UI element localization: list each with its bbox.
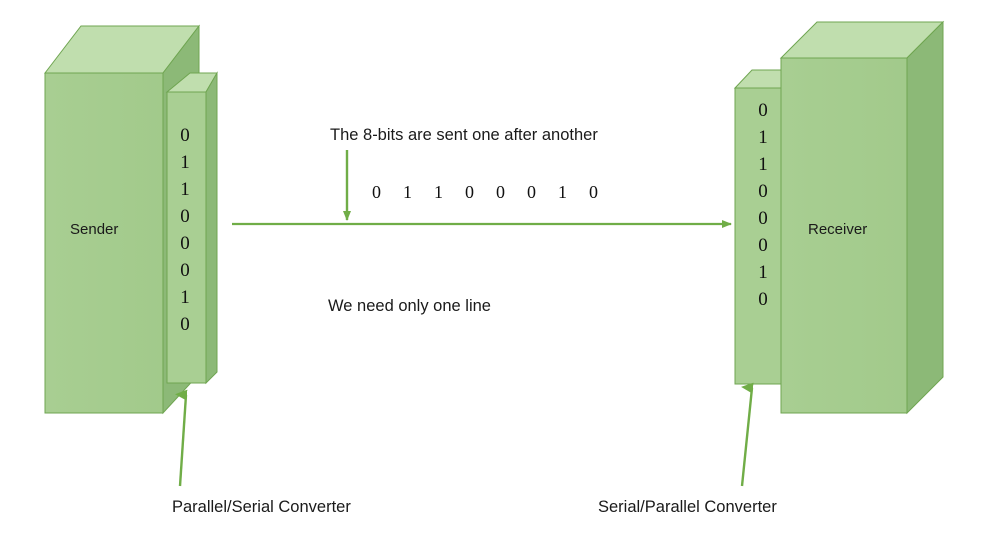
serial-parallel-converter-label: Serial/Parallel Converter — [598, 498, 777, 516]
receiver-converter-front-face — [734, 87, 790, 385]
receiver-box — [779, 20, 945, 415]
bitstream-on-wire: 0 1 1 0 0 0 1 0 — [372, 182, 620, 203]
sender-converter-front-face — [166, 91, 207, 384]
sender-bit: 1 — [180, 287, 190, 308]
sender-bit: 0 — [180, 125, 190, 146]
bitstream-bit: 0 — [465, 182, 474, 202]
sender-converter-box — [165, 71, 218, 385]
receiver-bit: 0 — [758, 289, 768, 310]
serial-parallel-pointer-arrow — [740, 382, 754, 487]
bitstream-bit: 0 — [589, 182, 598, 202]
bitstream-bit: 1 — [434, 182, 443, 202]
receiver-bit-column: 0 1 1 0 0 0 1 0 — [750, 97, 776, 313]
receiver-converter-box — [733, 69, 790, 385]
sender-box-front-face — [44, 72, 164, 414]
receiver-label: Receiver — [808, 221, 868, 238]
bitstream-bit: 0 — [372, 182, 381, 202]
receiver-bit: 1 — [758, 127, 768, 148]
receiver-bit: 0 — [758, 208, 768, 229]
receiver-bit: 0 — [758, 100, 768, 121]
parallel-serial-converter-label: Parallel/Serial Converter — [172, 498, 351, 516]
sender-converter-side-face — [205, 71, 218, 385]
receiver-bit: 0 — [758, 235, 768, 256]
sender-bit: 1 — [180, 152, 190, 173]
bitstream-bit: 1 — [403, 182, 412, 202]
sender-bit: 0 — [180, 206, 190, 227]
sender-bit: 0 — [180, 233, 190, 254]
sender-bit-column: 0 1 1 0 0 0 1 0 — [172, 122, 198, 338]
caption-we-need-only-one-line: We need only one line — [328, 297, 491, 315]
receiver-bit: 0 — [758, 181, 768, 202]
receiver-bit: 1 — [758, 262, 768, 283]
parallel-serial-pointer-arrow — [175, 389, 188, 487]
sender-bit: 1 — [180, 179, 190, 200]
bitstream-bit: 1 — [558, 182, 567, 202]
sender-bit: 0 — [180, 260, 190, 281]
sender-label: Sender — [70, 221, 119, 238]
receiver-bit: 1 — [758, 154, 768, 175]
receiver-box-front-face — [780, 57, 908, 414]
bitstream-bit: 0 — [496, 182, 505, 202]
sender-bit: 0 — [180, 314, 190, 335]
receiver-box-side-face — [906, 20, 944, 415]
caption-bits-sent-one-after-another: The 8-bits are sent one after another — [330, 126, 598, 144]
bitstream-bit: 0 — [527, 182, 536, 202]
